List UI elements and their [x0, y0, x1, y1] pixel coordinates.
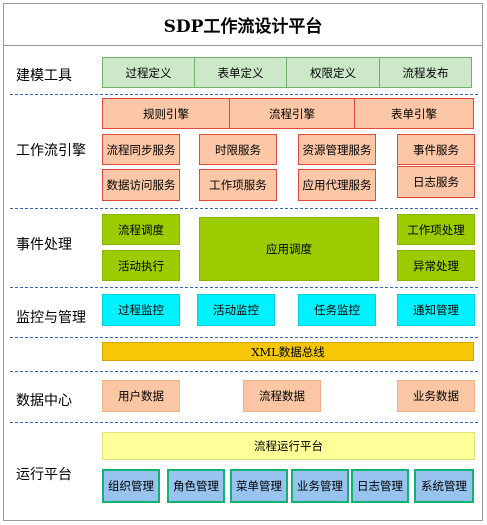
- engine-item: 表单引擎: [391, 106, 437, 121]
- data-box: 流程数据: [243, 380, 321, 412]
- diagram-title: SDP工作流设计平台: [4, 4, 482, 46]
- monitor-box: 任务监控: [298, 294, 376, 326]
- xml-data-bus: XML数据总线: [102, 342, 474, 361]
- separator: [10, 287, 478, 288]
- monitor-box: 活动监控: [197, 294, 275, 326]
- modeling-item: 权限定义: [287, 58, 380, 87]
- service-box: 资源管理服务: [298, 134, 376, 165]
- runtime-item: 日志管理: [351, 469, 409, 503]
- event-box: 流程调度: [102, 214, 180, 245]
- layer-label-runtime: 运行平台: [16, 467, 72, 483]
- diagram-frame: SDP工作流设计平台 建模工具 过程定义 表单定义 权限定义 流程发布 工作流引…: [3, 3, 483, 521]
- service-box: 日志服务: [397, 166, 475, 198]
- layer-label-monitoring: 监控与管理: [16, 310, 86, 326]
- runtime-platform: 流程运行平台: [102, 432, 475, 460]
- monitor-box: 过程监控: [102, 294, 180, 326]
- runtime-item: 系统管理: [414, 469, 474, 503]
- modeling-item: 表单定义: [195, 58, 287, 87]
- separator: [10, 208, 478, 209]
- runtime-item: 角色管理: [167, 469, 225, 503]
- layer-label-data-center: 数据中心: [16, 393, 72, 409]
- layer-label-events: 事件处理: [16, 237, 72, 253]
- event-box: 异常处理: [397, 250, 475, 281]
- engine-bar: 规则引擎 流程引擎 表单引擎: [102, 98, 474, 129]
- layer-label-engine: 工作流引擎: [16, 143, 86, 159]
- service-box: 事件服务: [397, 134, 475, 165]
- service-box: 时限服务: [199, 134, 277, 165]
- separator: [10, 422, 478, 423]
- runtime-item: 业务管理: [291, 469, 349, 503]
- event-box-large: 应用调度: [199, 217, 379, 281]
- modeling-bar: 过程定义 表单定义 权限定义 流程发布: [102, 57, 472, 88]
- service-box: 流程同步服务: [102, 134, 180, 165]
- separator: [10, 94, 478, 95]
- runtime-item: 组织管理: [102, 469, 160, 503]
- event-box: 活动执行: [102, 250, 180, 281]
- service-box: 应用代理服务: [298, 169, 376, 201]
- engine-item: 流程引擎: [230, 99, 355, 128]
- data-box: 业务数据: [397, 380, 475, 412]
- separator: [10, 337, 478, 338]
- modeling-item: 过程定义: [103, 58, 195, 87]
- engine-item: 规则引擎: [103, 99, 230, 128]
- monitor-box: 通知管理: [397, 294, 475, 326]
- runtime-item: 菜单管理: [230, 469, 288, 503]
- service-box: 数据访问服务: [102, 169, 180, 201]
- data-box: 用户数据: [102, 380, 180, 412]
- service-box: 工作项服务: [199, 169, 277, 201]
- separator: [10, 371, 478, 372]
- layer-label-modeling: 建模工具: [16, 68, 72, 84]
- event-box: 工作项处理: [397, 214, 475, 245]
- modeling-item: 流程发布: [402, 65, 449, 80]
